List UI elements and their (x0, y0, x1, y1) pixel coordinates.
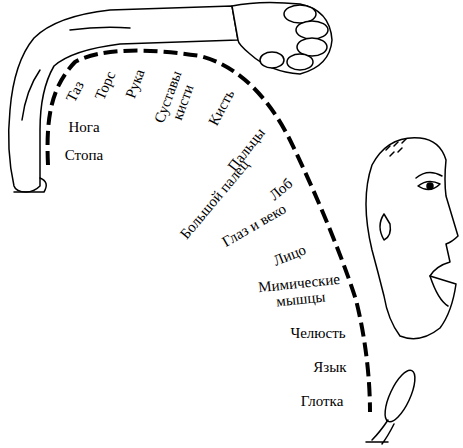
tongue (379, 366, 421, 425)
ear (380, 214, 390, 240)
body-part-label: Мимические мышцы (254, 272, 347, 313)
hair (386, 139, 406, 156)
body-part-label: Лоб (266, 176, 295, 204)
finger (287, 54, 313, 70)
body-figure (9, 6, 238, 192)
body-part-label: Кисть (206, 87, 238, 128)
body-part-label: Лицо (271, 242, 308, 269)
thumb (260, 52, 284, 68)
eyelid (416, 172, 442, 178)
body-part-label: Таз (64, 79, 88, 105)
body-part-label: Глотка (301, 394, 344, 410)
body-part-label: Суставы кисти (150, 65, 201, 136)
finger (296, 21, 328, 39)
foot-figure (14, 178, 46, 192)
pupil (427, 183, 433, 189)
body-part-label: Стопа (65, 148, 103, 164)
head-figure (366, 138, 458, 339)
leg-detail (22, 27, 130, 120)
body-part-label: Язык (313, 360, 346, 376)
hand-figure (232, 2, 332, 74)
cortex-strip (48, 51, 370, 412)
body-part-label: Нога (68, 120, 99, 136)
pharynx (366, 420, 394, 444)
body-part-label: Торс (93, 69, 119, 103)
body-part-label: Челюсть (290, 326, 345, 342)
eye (418, 181, 440, 189)
body-part-label: Глаз и веко (219, 201, 288, 250)
mouth (430, 276, 448, 306)
body-part-label: Рука (124, 67, 149, 100)
